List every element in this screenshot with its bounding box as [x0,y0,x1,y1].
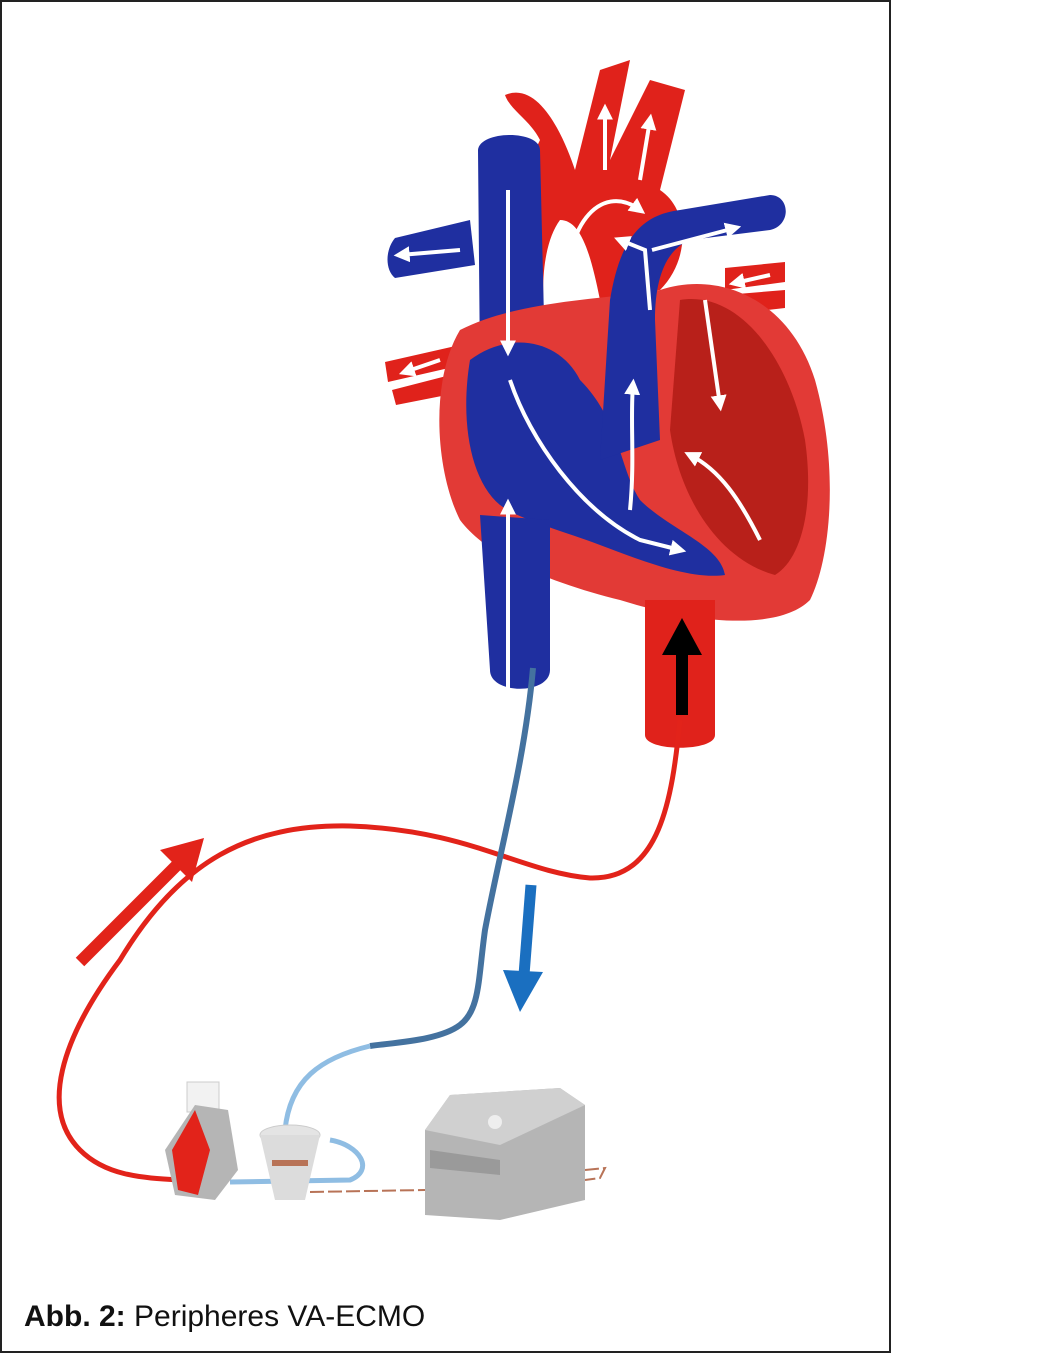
caption-text: Peripheres VA-ECMO [134,1300,426,1333]
cannula-inflow-arrow [662,618,702,715]
heart-illustration [385,60,830,748]
console-cable [309,1166,607,1193]
venous-flow-arrow [503,884,543,1012]
arterial-flow-arrow [75,838,204,967]
right-heart-chambers [466,342,725,576]
left-branch-vein [387,220,475,278]
ecmo-console [425,1088,585,1220]
venous-drainage-cannula [369,667,536,1049]
centrifugal-pump [259,1124,321,1200]
caption-label: Abb. 2: [24,1300,126,1333]
arterial-return-tube [56,719,683,1183]
venous-tube-to-pump [282,1043,371,1131]
pump-to-oxygenator-tube [229,1137,365,1185]
inferior-vena-cava [480,515,550,689]
oxygenator [165,1081,238,1200]
figure-caption: Abb. 2: Peripheres VA-ECMO [24,1300,425,1334]
